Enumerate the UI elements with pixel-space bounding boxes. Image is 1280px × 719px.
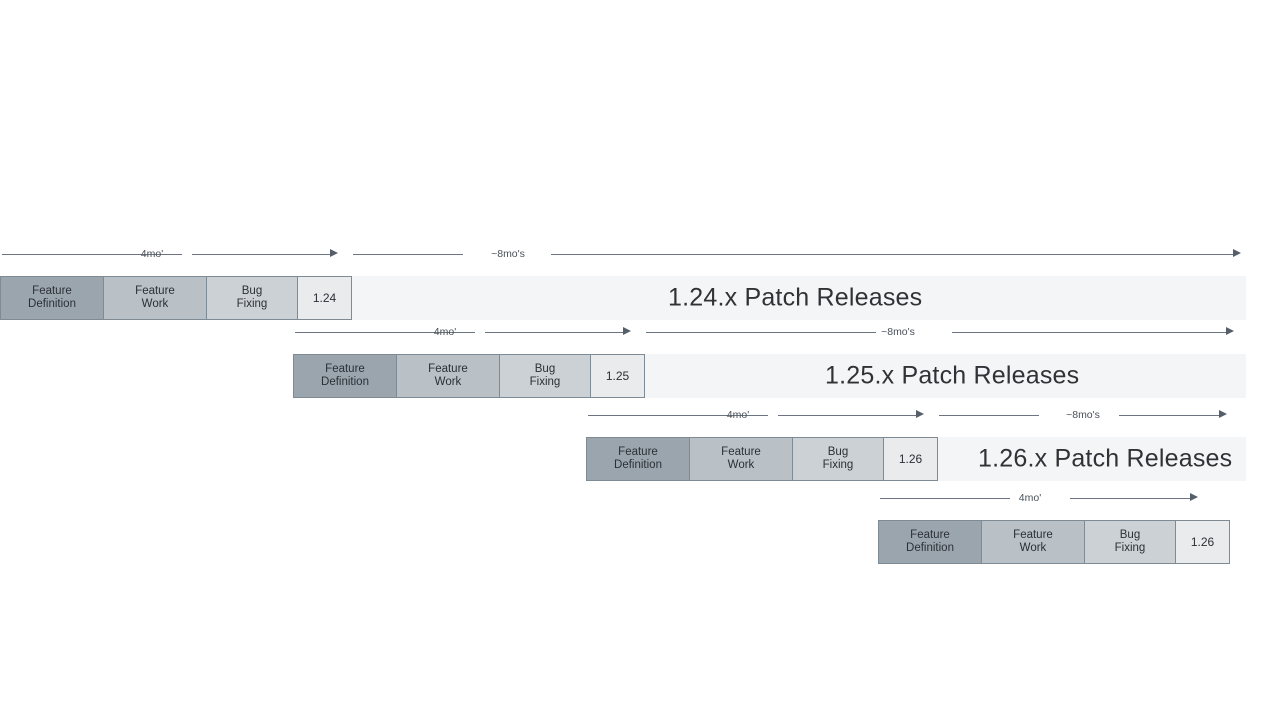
- measure-4mo-row4: 4mo': [878, 489, 1226, 507]
- measure-8mo-row1: ~8mo's: [353, 245, 1243, 263]
- measure-8mo-row3: ~8mo's: [939, 406, 1244, 424]
- phase-feature-definition[interactable]: Feature Definition: [0, 276, 103, 320]
- phase-feature-definition[interactable]: Feature Definition: [586, 437, 689, 481]
- phase-version-1.26[interactable]: 1.26: [883, 437, 938, 481]
- measure-label-4mo: 4mo': [140, 248, 164, 260]
- phase-feature-work[interactable]: Feature Work: [981, 520, 1084, 564]
- phase-feature-definition[interactable]: Feature Definition: [878, 520, 981, 564]
- measure-line-left: [295, 332, 475, 333]
- measure-label-8mo: ~8mo's: [491, 248, 525, 260]
- measure-line-left: [588, 415, 768, 416]
- measure-line-left: [2, 254, 182, 255]
- phase-version-1.25[interactable]: 1.25: [590, 354, 645, 398]
- release-row-1.25: 4mo' ~8mo's 1.25.x Patch Releases Featur…: [0, 323, 1280, 398]
- phase-group-1.25: Feature Definition Feature Work Bug Fixi…: [293, 354, 645, 398]
- phase-group-1.24: Feature Definition Feature Work Bug Fixi…: [0, 276, 352, 320]
- arrowhead-icon: [1190, 493, 1198, 501]
- arrowhead-icon: [916, 410, 924, 418]
- measure-line-right: [551, 254, 1235, 255]
- release-row-1.24: 4mo' ~8mo's 1.24.x Patch Releases Featur…: [0, 245, 1280, 320]
- phase-bug-fixing[interactable]: Bug Fixing: [206, 276, 297, 320]
- measure-label-8mo: ~8mo's: [881, 326, 915, 338]
- measure-line-right: [192, 254, 332, 255]
- measure-4mo-row2: 4mo': [293, 323, 641, 341]
- measure-line-left: [353, 254, 463, 255]
- measure-line-left: [646, 332, 876, 333]
- measure-8mo-row2: ~8mo's: [646, 323, 1244, 341]
- measure-line-right: [485, 332, 625, 333]
- arrowhead-icon: [1219, 410, 1227, 418]
- measure-label-4mo: 4mo': [726, 409, 750, 421]
- phase-bug-fixing[interactable]: Bug Fixing: [792, 437, 883, 481]
- phase-group-next: Feature Definition Feature Work Bug Fixi…: [878, 520, 1230, 564]
- arrowhead-icon: [1233, 249, 1241, 257]
- phase-bug-fixing[interactable]: Bug Fixing: [1084, 520, 1175, 564]
- phase-group-1.26: Feature Definition Feature Work Bug Fixi…: [586, 437, 938, 481]
- patch-release-label: 1.26.x Patch Releases: [978, 444, 1233, 473]
- measure-4mo-row1: 4mo': [0, 245, 348, 263]
- arrowhead-icon: [330, 249, 338, 257]
- phase-feature-work[interactable]: Feature Work: [396, 354, 499, 398]
- measure-line-left: [939, 415, 1039, 416]
- measure-line-right: [778, 415, 918, 416]
- measure-4mo-row3: 4mo': [586, 406, 934, 424]
- measure-line-left: [880, 498, 1010, 499]
- phase-feature-definition[interactable]: Feature Definition: [293, 354, 396, 398]
- measure-line-right: [1119, 415, 1219, 416]
- measure-line-right: [952, 332, 1226, 333]
- arrowhead-icon: [623, 327, 631, 335]
- measure-label-4mo: 4mo': [433, 326, 457, 338]
- patch-release-label: 1.25.x Patch Releases: [825, 361, 1080, 390]
- release-row-next: 4mo' Feature Definition Feature Work Bug…: [0, 489, 1280, 564]
- phase-bug-fixing[interactable]: Bug Fixing: [499, 354, 590, 398]
- release-row-1.26: 4mo' ~8mo's 1.26.x Patch Releases Featur…: [0, 406, 1280, 481]
- phase-version-next[interactable]: 1.26: [1175, 520, 1230, 564]
- measure-label-8mo: ~8mo's: [1066, 409, 1100, 421]
- phase-feature-work[interactable]: Feature Work: [689, 437, 792, 481]
- phase-feature-work[interactable]: Feature Work: [103, 276, 206, 320]
- arrowhead-icon: [1226, 327, 1234, 335]
- measure-line-right: [1070, 498, 1192, 499]
- measure-label-4mo: 4mo': [1018, 492, 1042, 504]
- phase-version-1.24[interactable]: 1.24: [297, 276, 352, 320]
- patch-release-label: 1.24.x Patch Releases: [668, 283, 923, 312]
